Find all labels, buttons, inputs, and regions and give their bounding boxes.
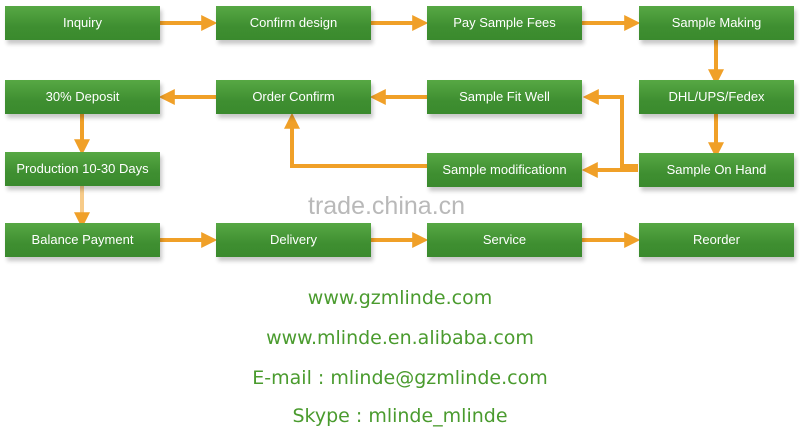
step-deposit: 30% Deposit [5,80,160,114]
step-sample-making: Sample Making [639,6,794,40]
step-production: Production 10-30 Days [5,152,160,186]
step-sample-modification: Sample modificationn [427,153,582,187]
arrow-sample-on-hand-to-fit-well [582,89,638,168]
step-shipping: DHL/UPS/Fedex [639,80,794,114]
step-reorder: Reorder [639,223,794,257]
step-pay-sample-fees: Pay Sample Fees [427,6,582,40]
contact-email: E-mail : mlinde@gzmlinde.com [252,367,548,389]
step-service: Service [427,223,582,257]
contact-website: www.gzmlinde.com [307,287,493,309]
step-inquiry: Inquiry [5,6,160,40]
step-order-confirm: Order Confirm [216,80,371,114]
step-delivery: Delivery [216,223,371,257]
step-confirm-design: Confirm design [216,6,371,40]
contact-alibaba: www.mlinde.en.alibaba.com [266,327,534,349]
arrow-modification-to-order-confirm [284,112,428,168]
contact-skype: Skype : mlinde_mlinde [292,405,508,427]
step-balance-payment: Balance Payment [5,223,160,257]
step-sample-on-hand: Sample On Hand [639,153,794,187]
watermark: trade.china.cn [308,192,466,220]
step-sample-fit-well: Sample Fit Well [427,80,582,114]
